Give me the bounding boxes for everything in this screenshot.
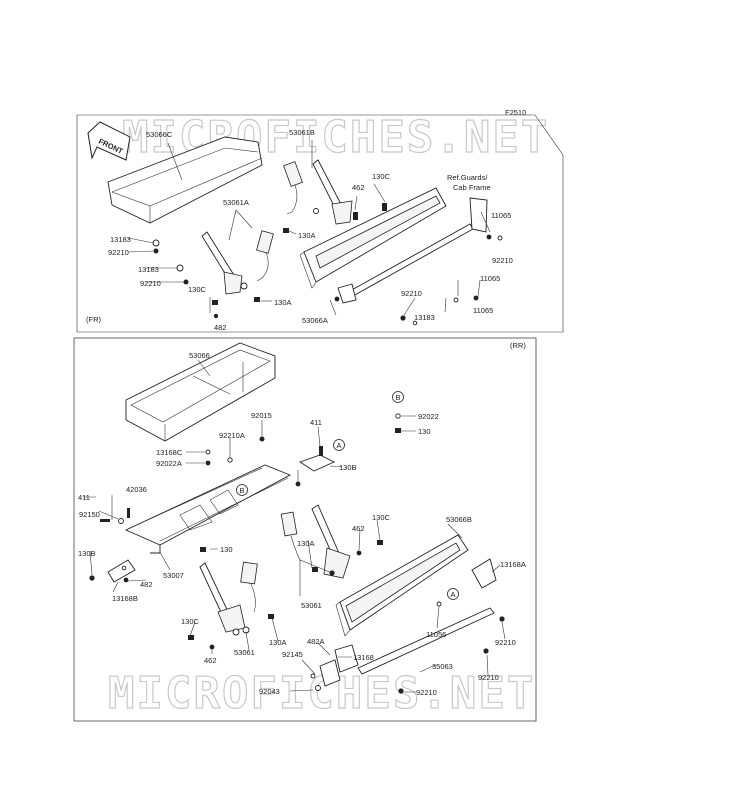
rear-part-label: 35063 [432, 662, 453, 671]
rear-part-label: 482 [140, 580, 153, 589]
front-part-label: 53061B [289, 128, 315, 137]
front-part-label: 53061A [223, 198, 249, 207]
rear-part-label: 92210 [416, 688, 437, 697]
rear-labels: 5306692015411130B13168C92022A92210A42036… [78, 351, 526, 697]
front-part-label: 92210 [140, 279, 161, 288]
front-part-label: 92210 [401, 289, 422, 298]
rear-part-label: 92015 [251, 411, 272, 420]
front-part-label: 92210 [492, 256, 513, 265]
rear-part-label: 130A [269, 638, 287, 647]
rear-bracket-c [298, 454, 336, 472]
rear-part-label: 53061 [234, 648, 255, 657]
rear-part-label: 92150 [79, 510, 100, 519]
front-section: (FR) [76, 114, 564, 333]
front-part-label: 130C [372, 172, 391, 181]
rear-part-label: 13168A [500, 560, 526, 569]
rear-part-label: 53007 [163, 571, 184, 580]
rear-part-label: 92210 [478, 673, 499, 682]
front-note-line1: Ref.Guards/ [447, 173, 488, 182]
front-bracket-bar [337, 197, 488, 304]
rear-support-bar [315, 607, 495, 691]
rear-part-label: 130B [339, 463, 357, 472]
rear-part-label: 92210A [219, 431, 245, 440]
rear-part-label: 130C [372, 513, 391, 522]
rear-part-label: 92210 [495, 638, 516, 647]
front-part-label: 130A [274, 298, 292, 307]
rear-part-label: 13168 [353, 653, 374, 662]
callout-a-2: A [450, 590, 455, 599]
inset-label-92022: 92022 [418, 412, 439, 421]
rear-part-label: 130 [220, 545, 233, 554]
inset-label-130: 130 [418, 427, 431, 436]
diagram-code: F2510 [505, 108, 526, 117]
rear-part-label: 53061 [301, 601, 322, 610]
rear-part-label: 482A [307, 637, 325, 646]
rear-part-label: 53066B [446, 515, 472, 524]
front-seat-cushion [107, 136, 263, 224]
front-note-line2: Cab Frame [453, 183, 491, 192]
front-seatbelt-b [283, 159, 353, 225]
rear-section-tag: (RR) [510, 341, 526, 350]
rear-seat-cushion [125, 342, 276, 442]
front-part-label: 130C [188, 285, 207, 294]
rear-bracket-b [107, 559, 136, 583]
rear-part-label: 130C [181, 617, 200, 626]
front-labels: 53066C 53061B 130C 462 11065 13183 92210 13183 9… [108, 128, 513, 332]
rear-bracket-a [471, 558, 497, 589]
rear-part-label: 42036 [126, 485, 147, 494]
front-part-label: 92210 [108, 248, 129, 257]
rear-part-label: 13168C [156, 448, 183, 457]
rear-part-label: 462 [204, 656, 217, 665]
callout-circles: A B A B [236, 391, 459, 600]
front-part-label: 53066C [146, 130, 173, 139]
front-section-tag: (FR) [86, 315, 101, 324]
front-part-label: 11065 [480, 274, 500, 283]
inset-hardware: 92022 130 [395, 412, 439, 436]
rear-part-label: 53066 [189, 351, 210, 360]
rear-seat-frame [124, 464, 292, 554]
front-seatbelt-a [201, 230, 274, 295]
rear-part-label: 130A [297, 539, 315, 548]
front-part-label: 130A [298, 231, 316, 240]
front-part-label: 13183 [110, 235, 131, 244]
rear-part-label: 130B [78, 549, 96, 558]
front-part-label: 13183 [138, 265, 159, 274]
front-backrest [299, 187, 447, 289]
front-part-label: 11065 [491, 211, 511, 220]
front-part-label: 53066A [302, 316, 328, 325]
callout-b-1: B [239, 486, 244, 495]
rear-part-label: 411 [78, 493, 90, 502]
callout-a-1: A [336, 441, 341, 450]
rear-hardware [89, 436, 505, 694]
rear-part-label: 92043 [259, 687, 280, 696]
watermark-bottom: MICROFICHES.NET [108, 668, 535, 719]
rear-part-label: 92022A [156, 459, 182, 468]
inset-callout-b: B [395, 393, 400, 402]
front-hardware [152, 203, 503, 326]
rear-part-label: 13168B [112, 594, 138, 603]
front-part-label: 462 [352, 183, 365, 192]
rear-section: (RR) [73, 337, 537, 722]
front-part-label: 482 [214, 323, 227, 332]
rear-part-label: 11056 [426, 630, 446, 639]
front-part-label: 11065 [473, 306, 493, 315]
rear-seatbelt-lower [199, 561, 258, 636]
rear-part-label: 92145 [282, 650, 303, 659]
rear-part-label: 462 [352, 524, 365, 533]
front-part-label: 13183 [414, 313, 435, 322]
rear-part-label: 411 [310, 418, 322, 427]
rear-seatbelt-upper [280, 504, 351, 579]
rear-backrest [335, 534, 469, 637]
